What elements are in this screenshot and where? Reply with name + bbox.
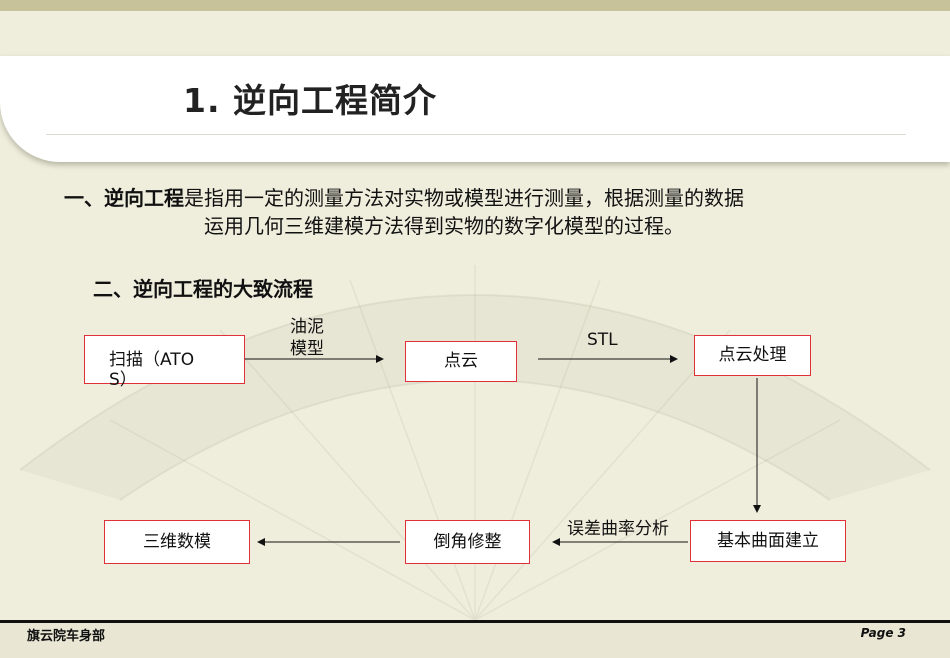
intro-paragraph: 一、逆向工程是指用一定的测量方法对实物或模型进行测量，根据测量的数据 运用几何三…: [64, 184, 904, 240]
title-panel: [0, 56, 950, 162]
flow-box-3d-model: 三维数模: [104, 520, 250, 564]
footer-rule: [0, 620, 950, 623]
flow-box-scan-line1: 扫描（ATO: [109, 350, 195, 370]
intro-text-line1: 是指用一定的测量方法对实物或模型进行测量，根据测量的数据: [184, 186, 744, 210]
flow-box-fillet: 倒角修整: [405, 520, 530, 564]
edge-label-clay-model: 油泥 模型: [290, 316, 324, 360]
intro-text-line2: 运用几何三维建模方法得到实物的数字化模型的过程。: [204, 214, 684, 238]
title-divider: [46, 134, 906, 135]
edge-label-clay-line1: 油泥: [290, 317, 324, 337]
flow-box-scan: 扫描（ATO S）: [84, 335, 245, 390]
edge-label-clay-line2: 模型: [290, 339, 324, 359]
edge-label-stl: STL: [587, 330, 618, 350]
flow-box-point-cloud: 点云: [405, 341, 517, 382]
footer-department: 旗云院车身部: [27, 629, 106, 644]
footer-bar: [0, 623, 950, 658]
page-number: Page 3: [860, 626, 906, 640]
flow-box-scan-line2: S）: [109, 370, 137, 390]
flow-box-base-surface: 基本曲面建立: [690, 520, 846, 562]
flow-box-cloud-processing: 点云处理: [694, 335, 811, 376]
section-heading: 二、逆向工程的大致流程: [93, 277, 313, 301]
intro-lead-term: 一、逆向工程: [64, 186, 184, 210]
page-title: 1. 逆向工程简介: [183, 81, 437, 120]
edge-label-error-analysis: 误差曲率分析: [567, 519, 669, 539]
top-accent-bar: [0, 0, 950, 11]
